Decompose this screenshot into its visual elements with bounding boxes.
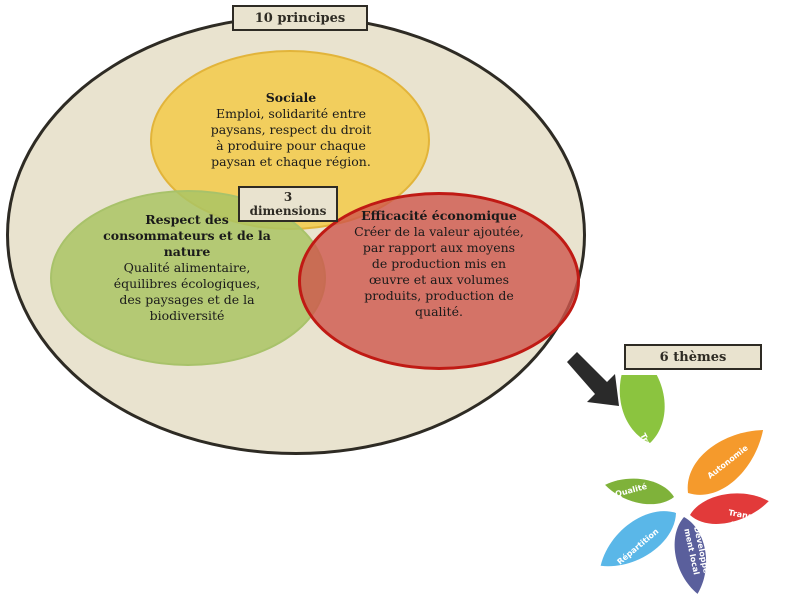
respect-title-line: nature <box>163 244 211 259</box>
petal-transmissibilite <box>690 493 769 524</box>
sociale-line: à produire pour chaque <box>216 138 366 153</box>
economique-text: Efficacité économique Créer de la valeur… <box>334 208 544 320</box>
petal-travail <box>619 375 665 443</box>
sociale-line: paysan et chaque région. <box>211 154 371 169</box>
respect-line: équilibres écologiques, <box>113 276 261 291</box>
petal-autonomie <box>687 430 764 495</box>
economique-line: produits, production de <box>364 288 514 303</box>
themes-flower: Travail avec la nature Autonomie Transmi… <box>600 375 775 594</box>
economique-line: œuvre et aux volumes <box>368 272 510 287</box>
dimensions-label-word: dimensions <box>249 204 327 218</box>
respect-text: Respect des consommateurs et de la natur… <box>92 212 282 324</box>
principes-label: 10 principes <box>232 5 368 31</box>
economique-line: par rapport aux moyens <box>362 240 516 255</box>
petal-repartition <box>600 511 676 567</box>
economique-line: qualité. <box>415 304 463 319</box>
petal-developpement <box>674 517 707 594</box>
petal-qualite <box>605 478 674 505</box>
sociale-line: Emploi, solidarité entre <box>215 106 367 121</box>
sociale-text: Sociale Emploi, solidarité entre paysans… <box>186 90 396 170</box>
respect-line: des paysages et de la <box>119 292 255 307</box>
respect-title-line: consommateurs et de la <box>103 228 271 243</box>
economique-title: Efficacité économique <box>361 208 517 223</box>
sociale-line: paysans, respect du droit <box>210 122 372 137</box>
economique-circle <box>298 192 580 370</box>
arrow-icon <box>567 352 619 406</box>
arrow-shape <box>567 352 619 406</box>
economique-line: de production mis en <box>371 256 507 271</box>
dimensions-label-count: 3 <box>283 190 293 204</box>
sociale-title: Sociale <box>265 90 317 105</box>
economique-line: Créer de la valeur ajoutée, <box>354 224 524 239</box>
respect-title-line: Respect des <box>145 212 229 227</box>
dimensions-label: 3 dimensions <box>238 186 338 222</box>
respect-line: Qualité alimentaire, <box>123 260 251 275</box>
petal-transmissibilite-label: Transmis- sibilité <box>726 508 775 535</box>
respect-line: biodiversité <box>149 308 225 323</box>
themes-label: 6 thèmes <box>624 344 762 370</box>
